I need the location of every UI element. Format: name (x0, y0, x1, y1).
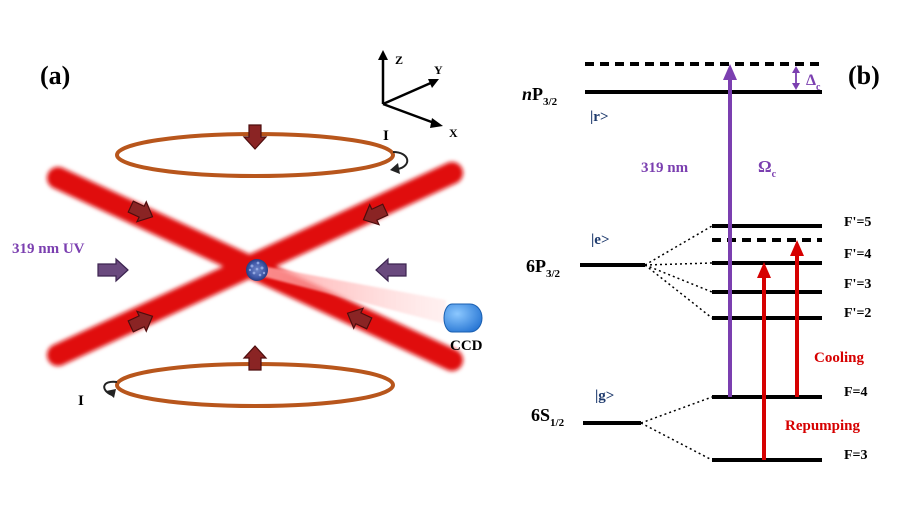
current-bottom: I (78, 380, 118, 409)
atom-cloud-speckle (248, 261, 266, 277)
fluorescence-cone (257, 265, 446, 324)
s-level-label: 6S1/2 (531, 405, 565, 429)
label-f3: F'=3 (844, 277, 871, 292)
current-top-label: I (383, 128, 389, 144)
ccd-label: CCD (450, 338, 483, 354)
arrow-upper-right (362, 203, 389, 226)
ket-g: |g> (595, 388, 614, 404)
x-axis-label: X (449, 126, 458, 140)
uv-arrows (97, 257, 407, 283)
repumping-arrow-head-icon (757, 262, 771, 278)
p-splitting-lines (644, 225, 713, 319)
panel-b-label: (b) (848, 61, 880, 90)
bottom-coil-front (115, 384, 395, 408)
beam-arrows (127, 124, 389, 371)
panel-b: (b) nP3/2 |r> Δc 6P3/2 |e> F'=5 F'=4 F'=… (522, 61, 880, 463)
s-splitting-lines (640, 396, 713, 461)
uv-arrow-left (97, 257, 129, 283)
label-s-f4: F=4 (844, 385, 868, 400)
current-top-arrow-icon (392, 151, 409, 170)
arrow-upper-left (127, 200, 154, 223)
p-level-label: 6P3/2 (526, 256, 561, 280)
uv-arrow-head-icon (723, 64, 737, 80)
cooling-label: Cooling (814, 350, 865, 366)
ket-r: |r> (590, 109, 609, 125)
ccd-camera-icon (443, 303, 483, 333)
current-top: I (383, 128, 409, 174)
rydberg-level-label: nP3/2 (522, 84, 558, 108)
ket-e: |e> (591, 232, 610, 248)
repumping-label: Repumping (785, 418, 861, 434)
laser-label: 319 nm (641, 160, 689, 176)
rabi-label: Ωc (758, 157, 777, 180)
label-s-f3: F=3 (844, 448, 868, 463)
y-axis (382, 80, 434, 106)
arrow-down-top (242, 124, 268, 150)
arrow-up-bottom (242, 345, 268, 371)
y-axis-label: Y (434, 63, 443, 77)
panel-a-label: (a) (40, 61, 70, 90)
label-f5: F'=5 (844, 215, 871, 230)
x-axis (382, 102, 438, 126)
label-f4p: F'=4 (844, 247, 871, 262)
uv-label: 319 nm UV (12, 241, 85, 257)
current-bottom-label: I (78, 393, 84, 409)
cooling-arrow-head-icon (790, 240, 804, 256)
label-f2: F'=2 (844, 306, 871, 321)
uv-arrow-right (375, 257, 407, 283)
coordinate-axes (381, 55, 438, 126)
panel-a: (a) CCD (10, 50, 483, 490)
arrow-lower-right (346, 307, 373, 330)
detuning-label: Δc (806, 72, 821, 93)
z-axis-label: Z (395, 53, 403, 67)
arrow-lower-left (127, 310, 154, 333)
